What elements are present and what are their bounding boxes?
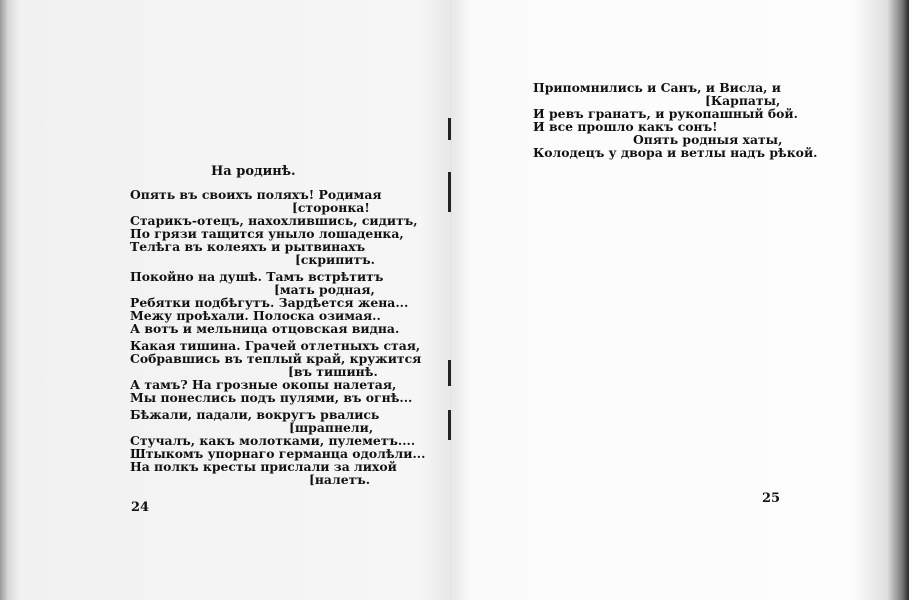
- poem-line: Покойно на душѣ. Тамъ встрѣтитъ: [130, 269, 384, 284]
- poem-line: Ребятки подбѣгутъ. Зардѣется жена...: [130, 295, 409, 310]
- poem-line: А тамъ? На грозные окопы налетая,: [130, 377, 397, 392]
- poem-line: [въ тишинѣ.: [288, 364, 378, 379]
- page-number-right: 25: [762, 491, 781, 506]
- poem-line: А вотъ и мельница отцовская видна.: [130, 321, 400, 336]
- poem-line: Собравшись въ теплый край, кружится: [130, 351, 422, 366]
- poem-line: Припомнились и Санъ, и Висла, и: [533, 80, 781, 95]
- poem-line: [Карпаты,: [705, 93, 781, 108]
- poem-line: [шрапнели,: [289, 420, 374, 435]
- poem-line: Межу проѣхали. Полоска озимая..: [130, 308, 381, 323]
- poem-line: На полкъ кресты прислали за лихой: [130, 459, 397, 474]
- poem-line: По грязи тащится уныло лошаденка,: [130, 226, 404, 241]
- page-number-left: 24: [131, 500, 150, 515]
- poem-line: Опять родныя хаты,: [633, 132, 783, 147]
- poem-line: [мать родная,: [274, 282, 375, 297]
- poem-line: И все прошло какъ сонъ!: [533, 119, 718, 134]
- poem-line: И ревъ гранатъ, и рукопашный бой.: [533, 106, 798, 121]
- poem-line: Колодецъ у двора и ветлы надъ рѣкой.: [533, 145, 818, 160]
- poem-line: Телѣга въ колеяхъ и рытвинахъ: [130, 239, 366, 254]
- poem-line: Штыкомъ упорнаго германца одолѣли...: [130, 446, 426, 461]
- poem-line: [скрипитъ.: [295, 252, 375, 267]
- poem-line: Стучалъ, какъ молотками, пулеметъ....: [130, 433, 416, 448]
- poem-line: Какая тишина. Грачей отлетныхъ стая,: [130, 338, 421, 353]
- poem-line: [сторонка!: [292, 200, 370, 215]
- poem-line: Опять въ своихъ поляхъ! Родимая: [130, 187, 382, 202]
- poem-title: На родинѣ.: [211, 164, 296, 179]
- right-page: [452, 0, 909, 600]
- poem-line: Старикъ-отецъ, нахохлившись, сидитъ,: [130, 213, 418, 228]
- left-page: [0, 0, 452, 600]
- poem-line: Бѣжали, падали, вокругъ рвались: [130, 407, 380, 422]
- poem-line: [налетъ.: [309, 472, 371, 487]
- poem-line: Мы понеслись подъ пулями, въ огнѣ...: [130, 390, 413, 405]
- book-gutter: [448, 110, 452, 450]
